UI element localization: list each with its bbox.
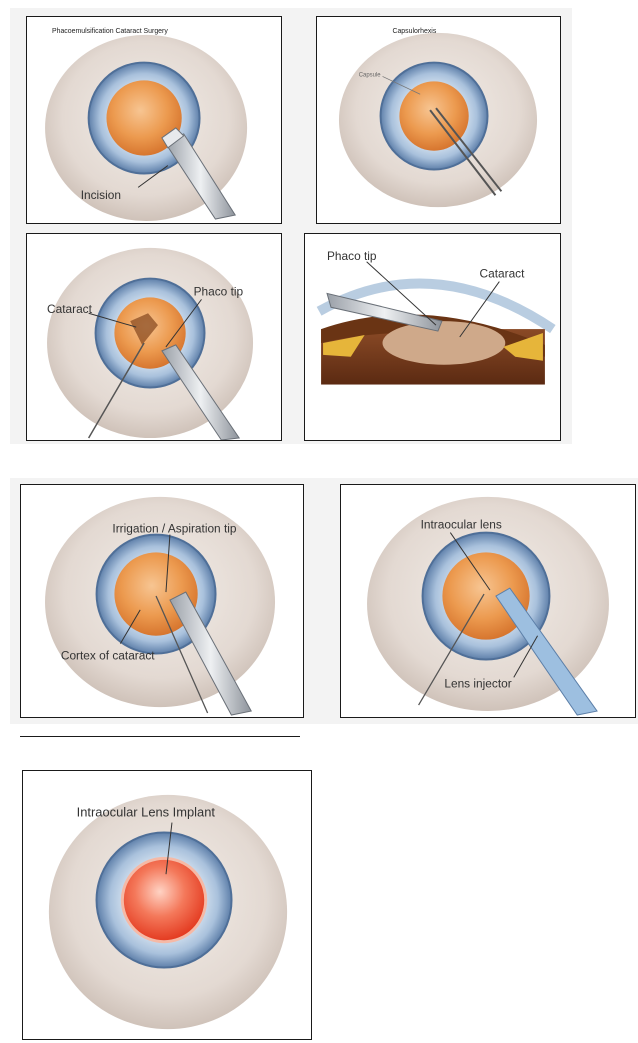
panel-phaco: Cataract Phaco tip bbox=[26, 233, 282, 441]
implant-lens bbox=[122, 858, 205, 941]
label-cataract: Cataract bbox=[47, 302, 93, 316]
label-implant: Intraocular Lens Implant bbox=[77, 805, 216, 820]
label-phaco-tip: Phaco tip bbox=[327, 249, 377, 263]
figure-subtitle: Capsulorhexis bbox=[392, 28, 436, 35]
label-ia-tip: Irrigation / Aspiration tip bbox=[112, 522, 236, 536]
panel-capsulorhexis: Capsulorhexis Capsule bbox=[316, 16, 561, 224]
label-cortex: Cortex of cataract bbox=[61, 648, 155, 662]
divider-line bbox=[20, 736, 300, 737]
label-lens-injector: Lens injector bbox=[444, 676, 511, 690]
label-intraocular-lens: Intraocular lens bbox=[421, 518, 502, 532]
panel-irrigation-aspiration: Irrigation / Aspiration tip Cortex of ca… bbox=[20, 484, 304, 718]
label-incision: Incision bbox=[81, 188, 121, 202]
figure-title: Phacoemulsification Cataract Surgery bbox=[52, 28, 168, 35]
label-cataract: Cataract bbox=[480, 267, 526, 281]
panel-cross-section: Phaco tip Cataract bbox=[304, 233, 561, 441]
panel-lens-implant: Intraocular Lens Implant bbox=[22, 770, 312, 1040]
lens-cross-section bbox=[382, 321, 505, 365]
label-phaco-tip: Phaco tip bbox=[194, 284, 244, 298]
label-capsule: Capsule bbox=[359, 72, 381, 78]
panel-lens-insertion: Intraocular lens Lens injector bbox=[340, 484, 636, 718]
panel-incision: Phacoemulsification Cataract Surgery Inc… bbox=[26, 16, 282, 224]
